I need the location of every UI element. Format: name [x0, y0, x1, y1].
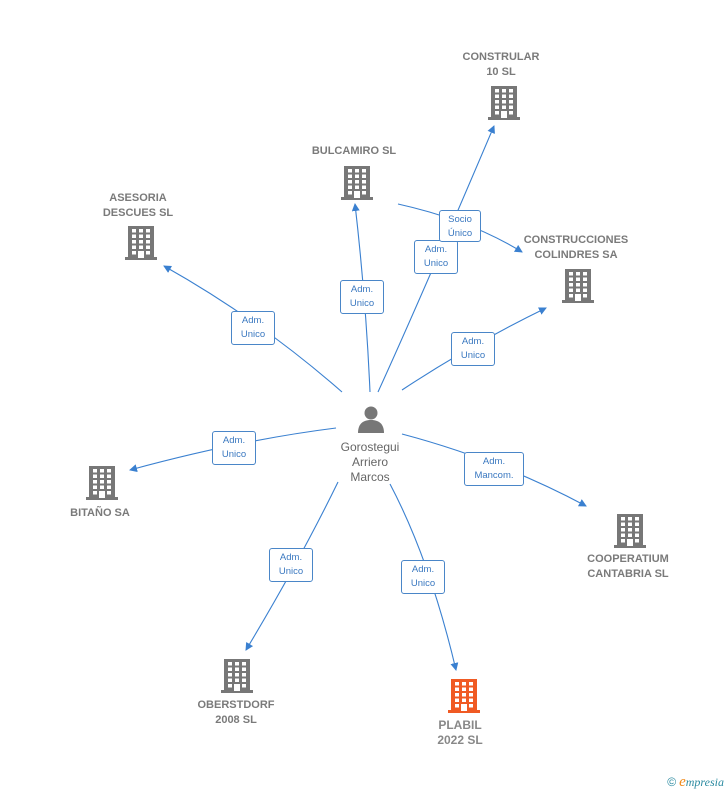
building-icon-bitano[interactable] [86, 466, 118, 500]
company-label-asesoria[interactable]: ASESORIA DESCUES SL [102, 192, 174, 219]
relation-label-bitano[interactable]: Adm. Unico [212, 431, 256, 465]
relation-label-asesoria[interactable]: Adm. Unico [231, 311, 275, 345]
relation-label-oberstdorf[interactable]: Adm. Unico [269, 548, 313, 582]
company-label-plabil[interactable]: PLABIL 2022 SL [437, 718, 483, 747]
building-icon-cooperatium[interactable] [614, 514, 646, 548]
building-icon-bulcamiro[interactable] [341, 166, 373, 200]
company-label-cooperatium[interactable]: COOPERATIUM CANTABRIA SL [587, 553, 669, 580]
edge-constrular [377, 125, 495, 393]
relation-label-cooperatium[interactable]: Adm. Mancom. [464, 452, 524, 486]
brand-logo: © empresia [667, 774, 724, 791]
building-icon-oberstdorf[interactable] [221, 659, 253, 693]
building-icon-plabil[interactable] [448, 679, 480, 713]
company-label-bitano[interactable]: BITAÑO SA [70, 507, 130, 519]
relation-label-bulcamiro[interactable]: Adm. Unico [340, 280, 384, 314]
relation-label-construcciones[interactable]: Adm. Unico [451, 332, 495, 366]
company-label-bulcamiro[interactable]: BULCAMIRO SL [311, 145, 397, 157]
building-icon-asesoria[interactable] [125, 226, 157, 260]
company-label-oberstdorf[interactable]: OBERSTDORF 2008 SL [197, 699, 275, 726]
buildings [86, 86, 646, 713]
relation-label-plabil[interactable]: Adm. Unico [401, 560, 445, 594]
brand-name: mpresia [685, 775, 724, 789]
relation-label-socio[interactable]: Socio Único [439, 210, 481, 242]
copyright-symbol: © [667, 775, 677, 789]
building-icon-construcciones[interactable] [562, 269, 594, 303]
relation-label-constrular[interactable]: Adm. Unico [414, 240, 458, 274]
person-icon[interactable] [356, 404, 386, 434]
brand-initial: e [679, 774, 686, 790]
building-icon-constrular[interactable] [488, 86, 520, 120]
company-label-construcciones[interactable]: CONSTRUCCIONES COLINDRES SA [523, 234, 629, 261]
person-name[interactable]: Gorostegui Arriero Marcos [340, 440, 400, 484]
company-label-constrular[interactable]: CONSTRULAR 10 SL [462, 51, 540, 78]
